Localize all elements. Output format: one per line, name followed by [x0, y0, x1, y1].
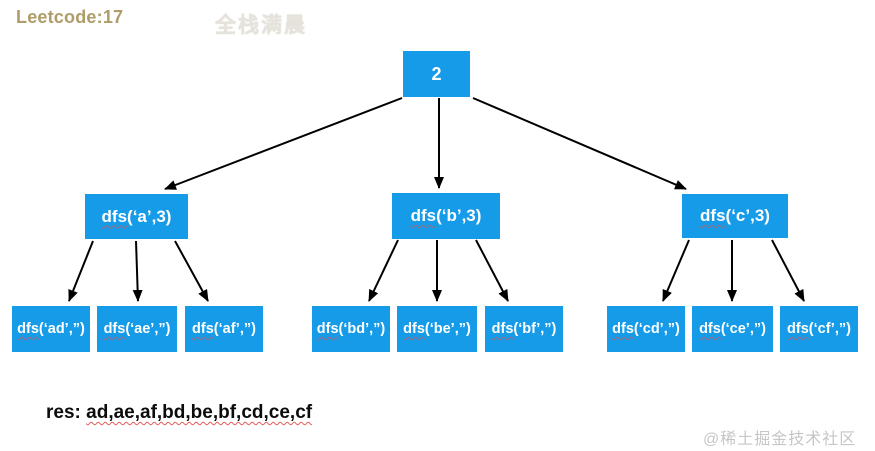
tree-node-dfs-a: dfs(‘a’,3) [85, 194, 188, 239]
fn-label: dfs [101, 206, 128, 226]
args-label: (‘bd’,”) [338, 321, 386, 337]
tree-node-dfs-ce: dfs(‘ce’,”) [692, 306, 773, 352]
tree-node-dfs-b: dfs(‘b’,3) [392, 193, 500, 239]
args-label: (‘ce’,”) [720, 321, 766, 337]
args-label: (‘ae’,”) [125, 321, 171, 337]
tree-node-label: 2 [431, 63, 442, 84]
fn-label: dfs [17, 321, 39, 337]
args-label: (‘be’,”) [424, 321, 471, 337]
args-label: (‘ad’,”) [38, 321, 85, 337]
tree-node-dfs-af: dfs(‘af’,”) [185, 306, 263, 352]
tree-node-dfs-cd: dfs(‘cd’,”) [607, 306, 685, 352]
fn-label: dfs [410, 206, 437, 225]
tree-node-dfs-ad: dfs(‘ad’,”) [12, 306, 90, 352]
arrow-c-to-cd [662, 239, 690, 302]
result-line: res: ad,ae,af,bd,be,bf,cd,ce,cf [46, 402, 312, 424]
watermark-top: 全栈满晨 [215, 14, 307, 37]
arrow-root-to-c [472, 97, 687, 190]
fn-label: dfs [612, 321, 634, 337]
args-label: (‘a’,3) [127, 206, 172, 226]
fn-label: dfs [316, 321, 339, 337]
tree-node-root: 2 [403, 51, 470, 97]
fn-label: dfs [700, 206, 726, 225]
arrow-a-to-af [174, 240, 209, 302]
result-label: res: [46, 402, 81, 423]
tree-node-dfs-c: dfs(‘c’,3) [682, 194, 788, 238]
tree-node-dfs-bd: dfs(‘bd’,”) [312, 306, 390, 352]
result-value: ad,ae,af,bd,be,bf,cd,ce,cf [86, 402, 313, 423]
args-label: (‘cd’,”) [633, 321, 680, 337]
arrow-root-to-a [164, 97, 403, 190]
args-label: (‘b’,3) [436, 206, 482, 225]
args-label: (‘c’,3) [725, 206, 770, 225]
watermark-bottom: @稀土掘金技术社区 [703, 431, 857, 448]
arrow-b-to-bd [368, 239, 399, 302]
args-label: (‘cf’,”) [808, 321, 851, 337]
fn-label: dfs [192, 321, 214, 337]
tree-node-dfs-ae: dfs(‘ae’,”) [97, 306, 177, 352]
fn-label: dfs [491, 321, 514, 337]
arrow-b-to-bf [475, 239, 509, 302]
arrow-c-to-cf [771, 239, 805, 302]
fn-label: dfs [403, 321, 425, 337]
arrow-a-to-ad [68, 240, 94, 302]
fn-label: dfs [699, 321, 721, 337]
page-title: Leetcode:17 [16, 7, 124, 27]
args-label: (‘bf’,”) [513, 321, 557, 337]
fn-label: dfs [787, 321, 809, 337]
args-label: (‘af’,”) [213, 321, 256, 337]
arrow-a-to-ae [132, 240, 143, 302]
fn-label: dfs [103, 321, 126, 337]
tree-node-dfs-cf: dfs(‘cf’,”) [780, 306, 858, 352]
tree-node-dfs-be: dfs(‘be’,”) [397, 306, 477, 352]
tree-node-dfs-bf: dfs(‘bf’,”) [485, 306, 563, 352]
